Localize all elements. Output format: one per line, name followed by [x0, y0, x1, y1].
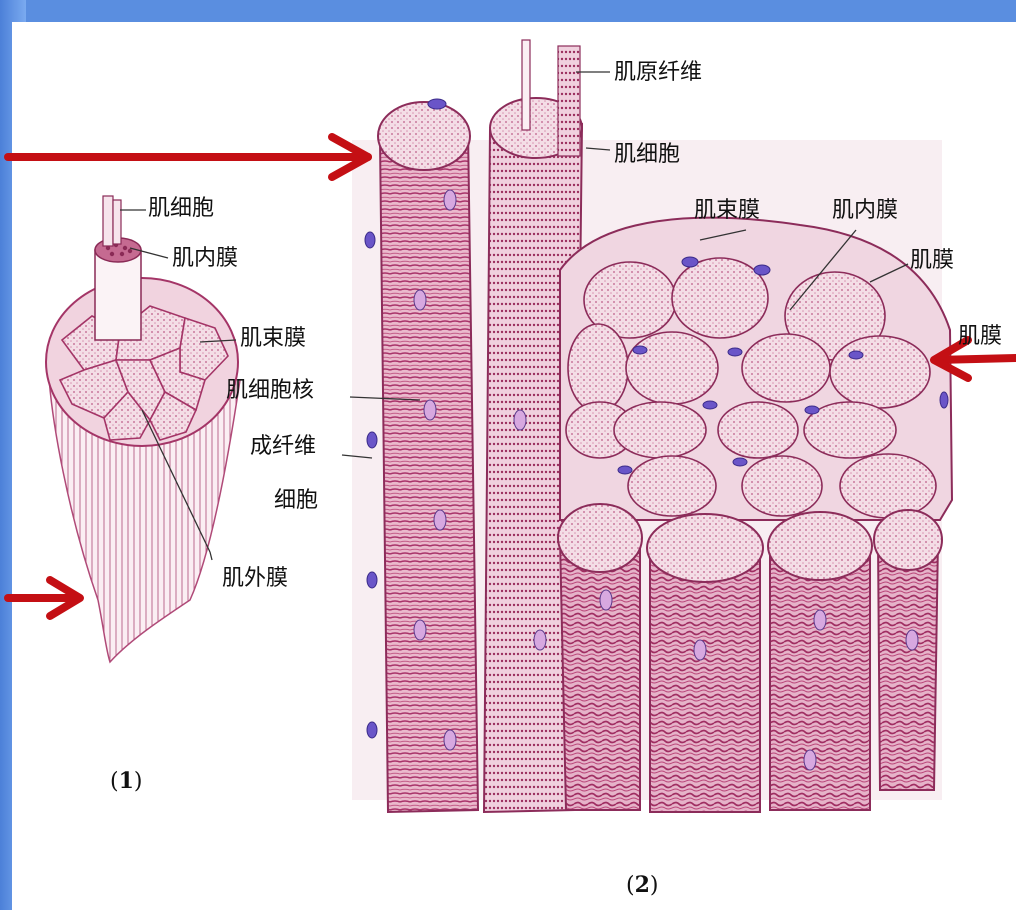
fig2-label-perimysium: 肌束膜 [694, 198, 760, 224]
fig2-label-sarcolemma-arrow: 肌膜 [958, 324, 1002, 350]
fig1-label-muscle-cell: 肌细胞 [148, 196, 214, 222]
fig1-label-endomysium: 肌内膜 [172, 246, 238, 272]
fig1-label-nucleus: 肌细胞核 [226, 378, 314, 404]
fig1-label-fibroblast-line2: 细胞 [274, 488, 318, 514]
figure-2-caption: (2) [626, 872, 659, 899]
fig1-label-fibroblast-line1: 成纤维 [250, 434, 316, 460]
figure-1-number: 1 [119, 768, 134, 794]
fig2-label-sarcolemma: 肌膜 [910, 248, 954, 274]
fig2-label-endomysium: 肌内膜 [832, 198, 898, 224]
fig2-label-muscle-cell: 肌细胞 [614, 142, 680, 168]
fig2-label-myofibril: 肌原纤维 [614, 60, 702, 86]
figure-2-number: 2 [635, 872, 650, 898]
fig1-label-epimysium: 肌外膜 [222, 566, 288, 592]
fig1-label-perimysium: 肌束膜 [240, 326, 306, 352]
figure-1-caption: (1) [110, 768, 143, 795]
